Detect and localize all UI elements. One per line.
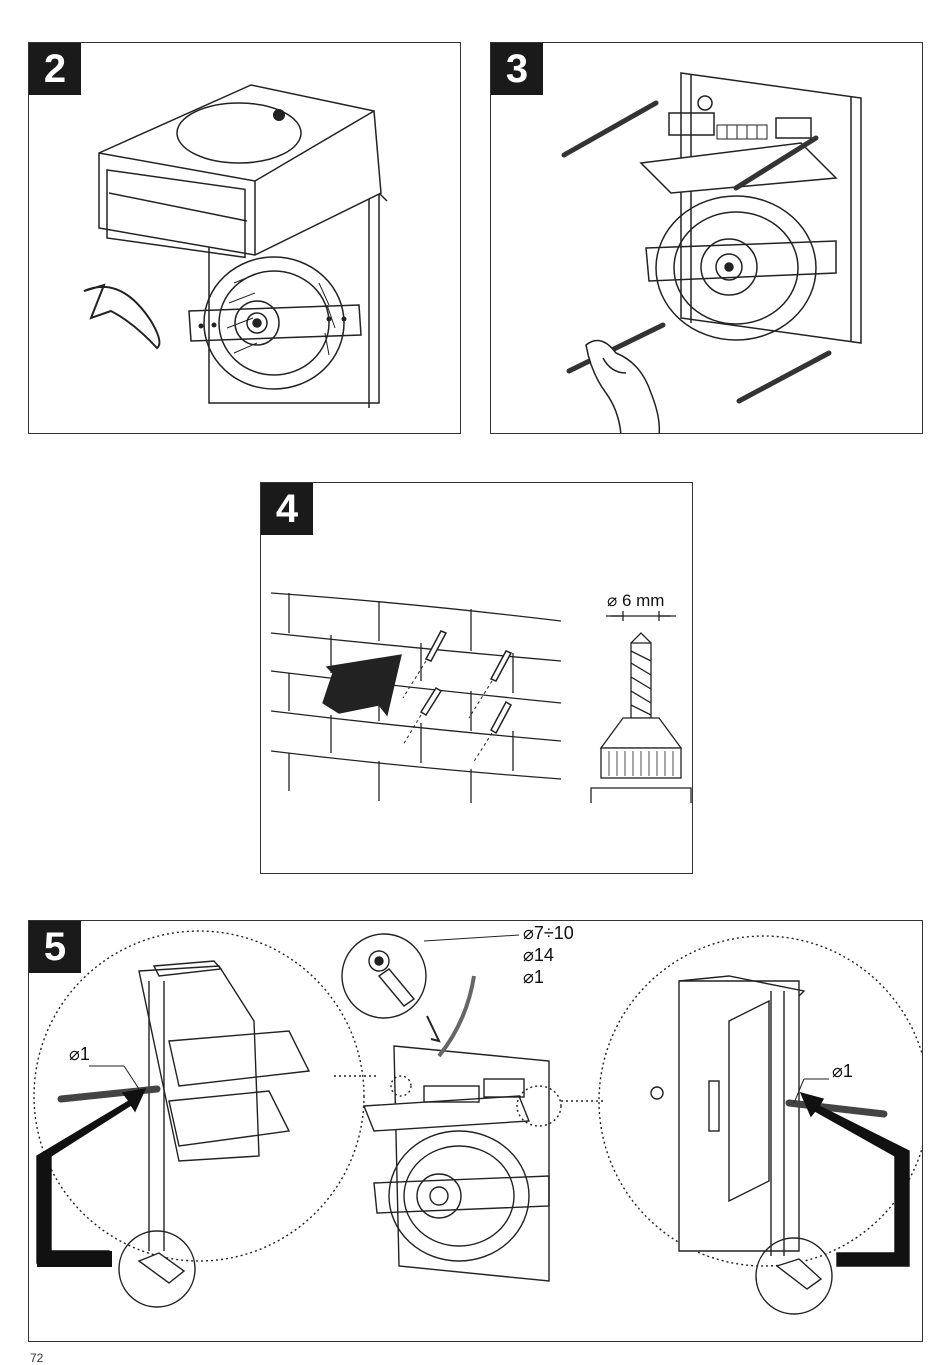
step-number-badge: 3: [491, 43, 543, 95]
blower-wheel: [656, 196, 816, 340]
drill-bit: [591, 611, 691, 803]
step-number-badge: 4: [261, 483, 313, 535]
right-wire-diameter-label: ⌀1: [832, 1061, 853, 1082]
right-detail-frame: [651, 976, 804, 1256]
drill-diameter-label: ⌀ 6 mm: [607, 591, 664, 611]
step-3-illustration: [491, 43, 923, 434]
step-4-illustration: [261, 483, 693, 874]
step-5-panel: 5 ⌀7÷10 ⌀14 ⌀1 ⌀1 ⌀1: [28, 920, 923, 1342]
step-4-panel: 4 ⌀ 6 mm: [260, 482, 693, 874]
cable-diameter-label-3: ⌀1: [523, 967, 544, 988]
lift-arrow-icon: [84, 285, 159, 348]
right-insert-arrow-icon: [801, 1093, 909, 1266]
cable-diameter-label-2: ⌀14: [523, 945, 554, 966]
brick-wall: [271, 593, 561, 803]
wall-anchors: [403, 631, 511, 763]
logo-icon: [273, 109, 285, 121]
step-2-panel: 2: [28, 42, 461, 434]
front-cover: [99, 85, 381, 255]
step-number-badge: 5: [29, 921, 81, 973]
push-arrow-icon: [323, 655, 401, 715]
step-number-badge: 2: [29, 43, 81, 95]
blower-wheel: [204, 257, 344, 389]
page-number: 72: [30, 1351, 43, 1365]
left-detail-frame: [139, 961, 309, 1251]
left-wire-diameter-label: ⌀1: [69, 1044, 90, 1065]
step-2-illustration: [29, 43, 461, 434]
right-wire: [789, 1103, 884, 1114]
step-5-illustration: [29, 921, 923, 1342]
cable-diameter-label-1: ⌀7÷10: [523, 923, 574, 944]
hand-illustration: [586, 341, 659, 435]
left-insert-arrow-icon: [37, 1089, 145, 1263]
center-unit: [334, 976, 604, 1281]
step-3-panel: 3: [490, 42, 923, 434]
